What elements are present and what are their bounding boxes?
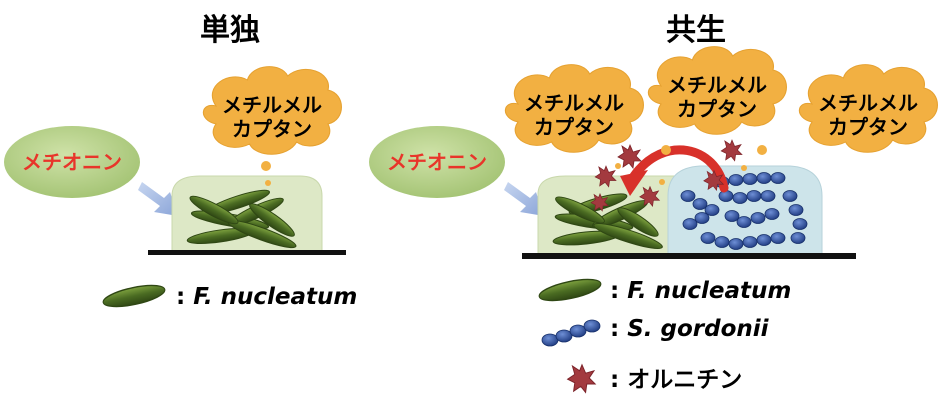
- methyl-label-right1-line2: カプタン: [534, 115, 614, 139]
- input-arrow-right: [504, 182, 544, 216]
- methionine-label-left: メチオニン: [22, 150, 122, 174]
- methionine-bubble-left: メチオニン: [4, 126, 140, 198]
- methyl-mercaptan-cloud-right-3: メチルメル カプタン: [798, 64, 939, 153]
- methionine-bubble-right: メチオニン: [369, 126, 505, 198]
- gas-bubble: [615, 163, 621, 169]
- gas-bubble: [757, 145, 767, 155]
- methyl-label-right2-line1: メチルメル: [667, 73, 767, 97]
- left-panel-title: 単独: [200, 13, 260, 48]
- methyl-label-left-line2: カプタン: [232, 117, 312, 141]
- legend-ornithine: : オルニチン: [567, 364, 742, 393]
- methyl-label-right2-line2: カプタン: [677, 97, 757, 121]
- legend-sg: : S. gordonii: [541, 316, 770, 347]
- right-panel: メチオニン: [369, 46, 939, 393]
- methyl-mercaptan-cloud-left: メチルメル カプタン: [202, 66, 343, 155]
- ornithine-legend-icon: [567, 364, 596, 393]
- sg-biofilm-dome: [667, 165, 823, 255]
- methyl-mercaptan-cloud-right-1: メチルメル カプタン: [504, 64, 645, 153]
- methyl-label-right3-line1: メチルメル: [818, 91, 918, 115]
- ornithine-transfer-arrow: [620, 145, 729, 196]
- svg-text:: S. gordonii: : S. gordonii: [610, 316, 770, 342]
- methyl-mercaptan-cloud-right-2: メチルメル カプタン: [647, 46, 788, 135]
- legend-fn-name-right: F. nucleatum: [627, 278, 791, 304]
- legend-sg-name: S. gordonii: [627, 316, 769, 342]
- methionine-label-right: メチオニン: [387, 150, 487, 174]
- legend-fn-colon-left: :: [176, 284, 193, 310]
- surface-line-left: [148, 250, 346, 255]
- fn-legend-icon: [100, 280, 168, 312]
- fn-legend-icon: [536, 274, 604, 306]
- methyl-label-left-line1: メチルメル: [222, 93, 322, 117]
- surface-line-right: [522, 253, 856, 259]
- left-panel: メチオニン メチルメル カプタン: [4, 66, 357, 312]
- sg-legend-icon: [541, 319, 601, 347]
- input-arrow-left: [138, 182, 178, 216]
- gas-bubble: [261, 161, 271, 171]
- methyl-label-right1-line1: メチルメル: [524, 91, 624, 115]
- legend-fn-right: : F. nucleatum: [536, 274, 791, 306]
- gas-bubble: [659, 179, 665, 185]
- svg-text:: F. nucleatum: : F. nucleatum: [610, 278, 791, 304]
- legend-sg-colon: :: [610, 316, 627, 342]
- legend-fn-name-left: F. nucleatum: [193, 284, 357, 310]
- gas-bubble: [661, 145, 671, 155]
- legend-fn-left: : F. nucleatum: [100, 280, 357, 312]
- legend-fn-colon-right: :: [610, 278, 627, 304]
- svg-text:: F. nucleatum: : F. nucleatum: [176, 284, 357, 310]
- legend-ornithine-label: : オルニチン: [610, 367, 742, 393]
- methyl-label-right3-line2: カプタン: [828, 115, 908, 139]
- right-panel-title: 共生: [666, 13, 726, 48]
- gas-bubble: [741, 165, 747, 171]
- gas-bubble: [265, 180, 271, 186]
